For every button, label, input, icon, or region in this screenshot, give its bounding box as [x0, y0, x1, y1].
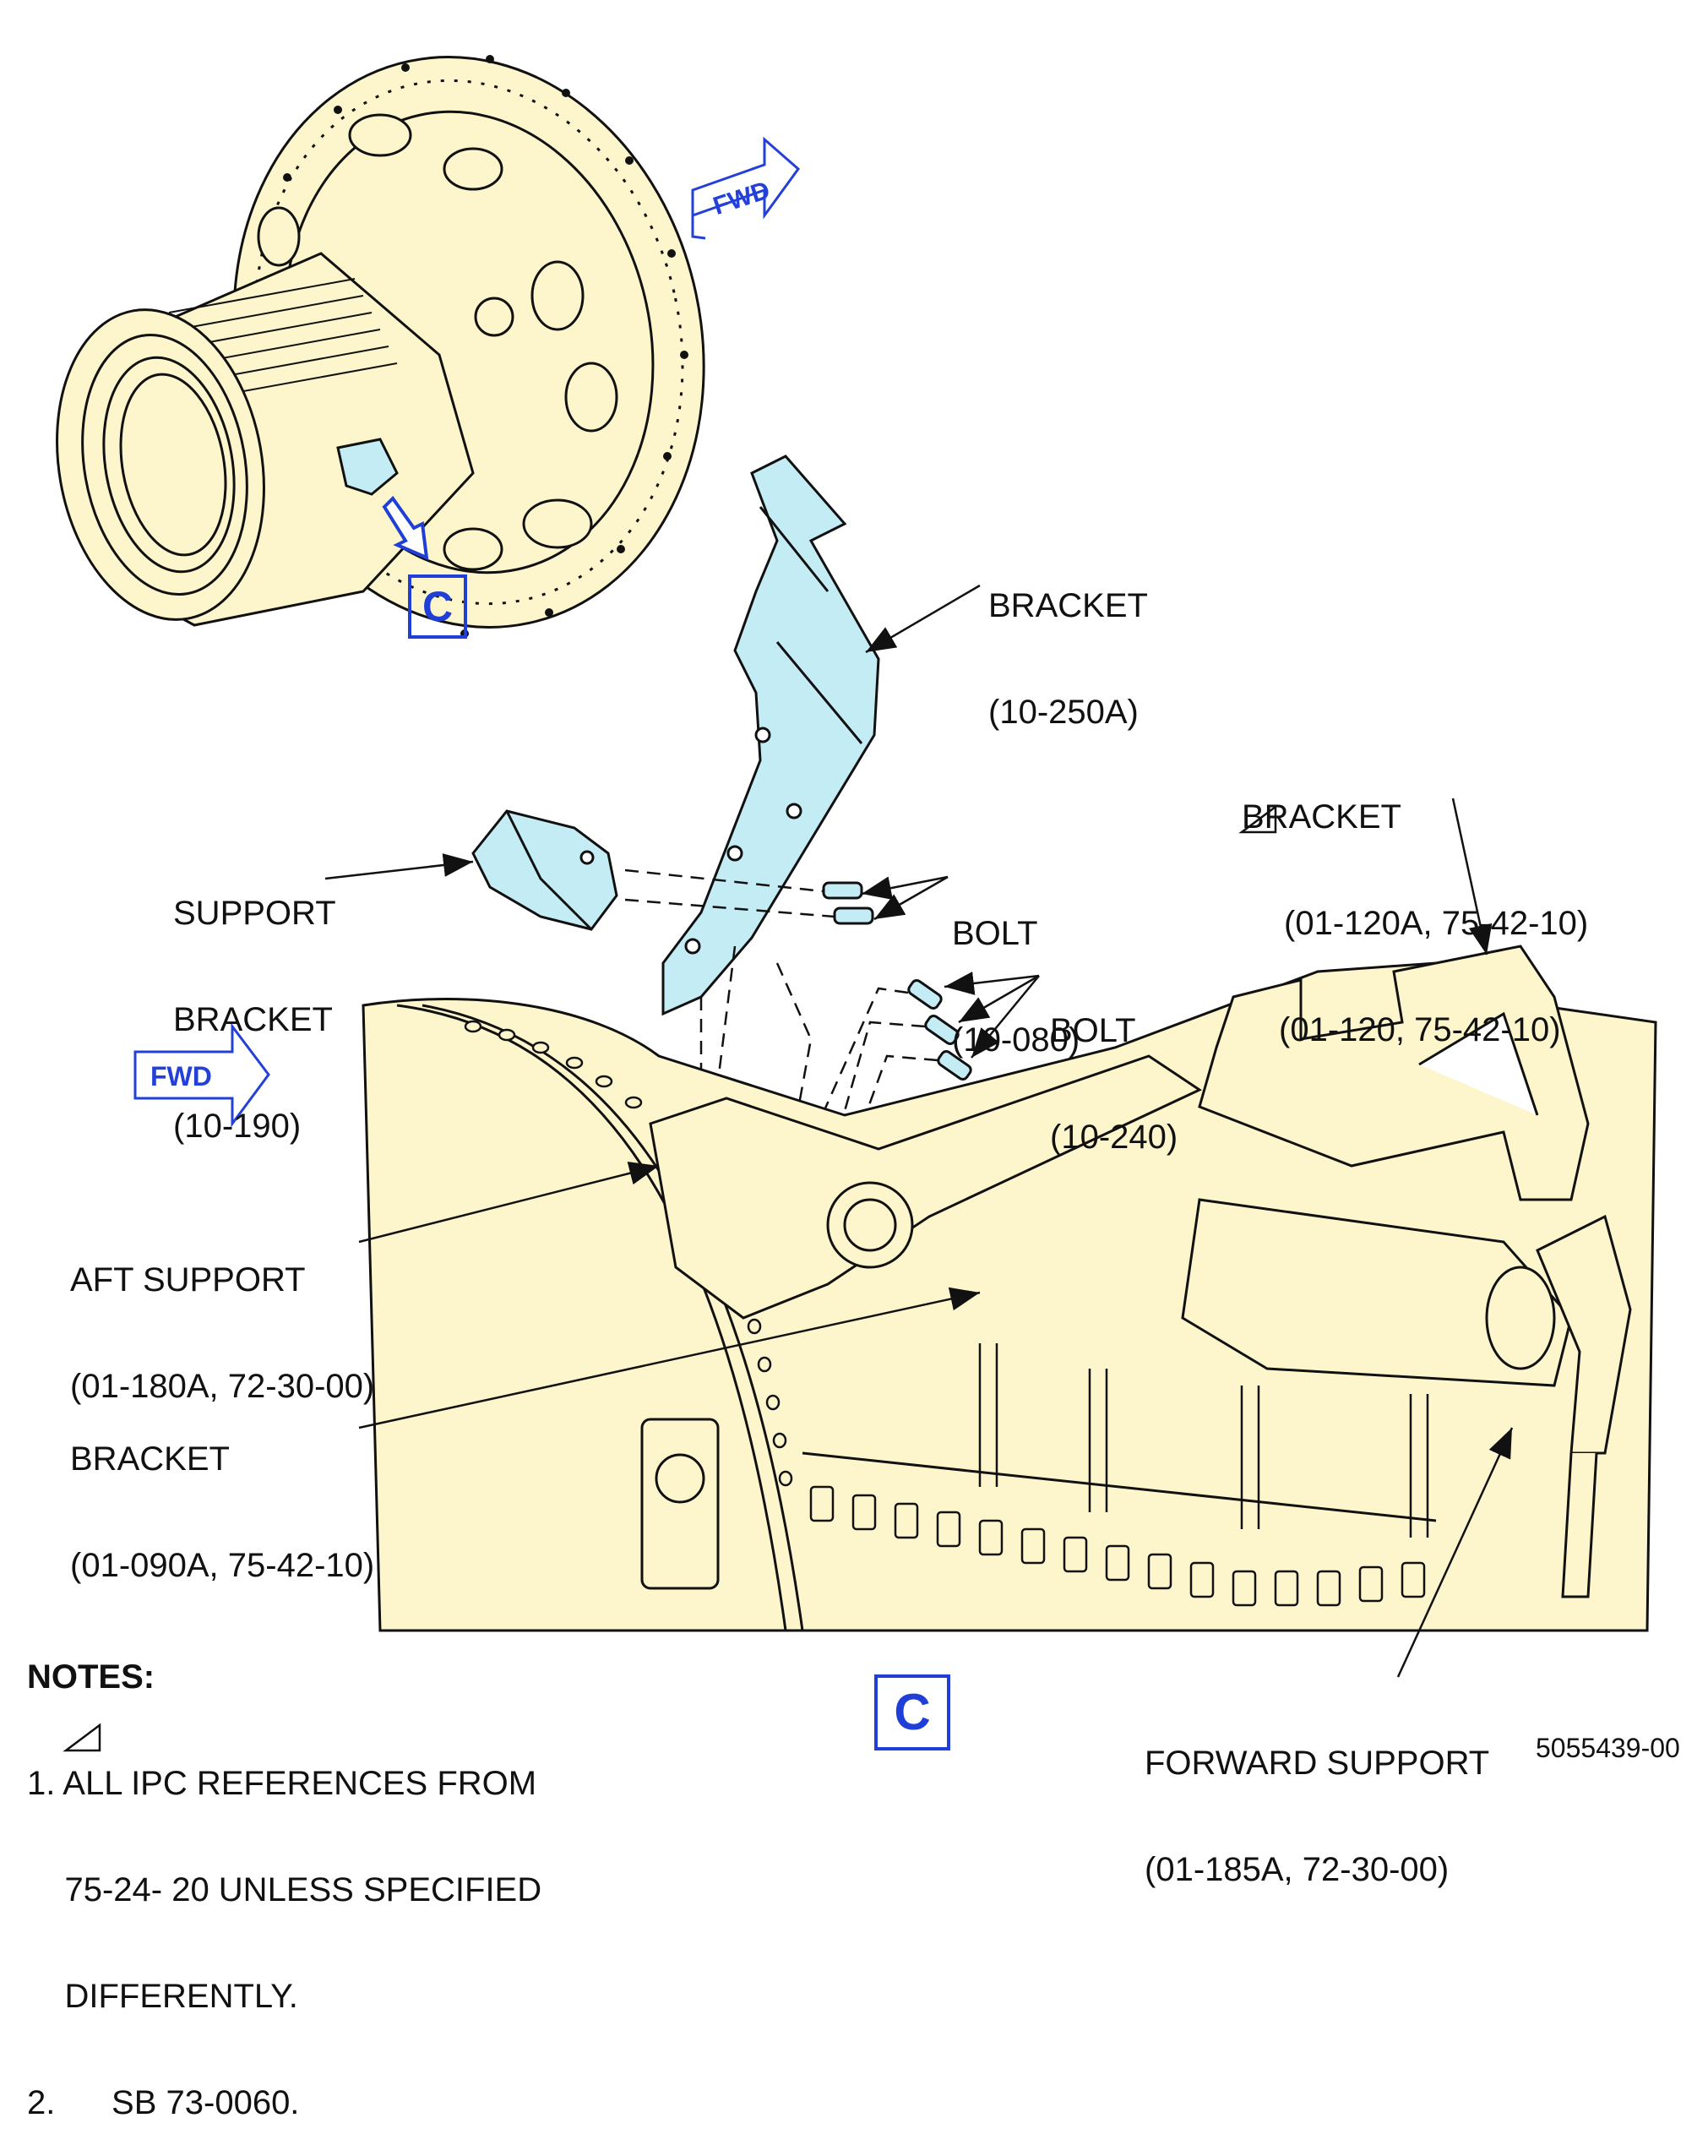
- note-line: 2. SB 73-0060.: [27, 2084, 300, 2121]
- support-bracket-10-190-part: [471, 809, 618, 931]
- note-line: DIFFERENTLY.: [27, 1978, 298, 2015]
- callout-ref: (01-090A, 75-42-10): [70, 1547, 375, 1584]
- view-c-pointer-arrow: [382, 495, 429, 561]
- callout-title: SUPPORT: [173, 895, 336, 932]
- engine-illustration: FWD: [56, 55, 1657, 1752]
- note-line: 1. ALL IPC REFERENCES FROM: [27, 1765, 537, 1802]
- view-c-label-top: C: [408, 574, 467, 639]
- callout-title: FORWARD SUPPORT: [1145, 1745, 1490, 1782]
- callout-forward-support: FORWARD SUPPORT (01-185A, 72-30-00): [1145, 1674, 1489, 1923]
- callout-ref: (01-120A, 75-42-10): [1284, 905, 1589, 942]
- callout-title: AFT SUPPORT: [70, 1261, 306, 1298]
- view-c-label-bottom: C: [874, 1674, 950, 1750]
- bolts-10-240-part: [907, 979, 972, 1081]
- callout-bracket-10-250a: BRACKET (10-250A): [988, 517, 1148, 765]
- bracket-10-250a-part: [661, 455, 880, 1016]
- callout-bracket-01-090a: BRACKET (01-090A, 75-42-10): [70, 1370, 374, 1619]
- callout-title: BRACKET: [70, 1440, 230, 1478]
- callout-ref: (01-180A, 72-30-00): [70, 1368, 375, 1405]
- callout-bracket-01-120a: BRACKET (01-120A, 75-42-10) (01-120, 75-…: [1242, 728, 1588, 1083]
- callout-bolt-10-240: BOLT (10-240): [1050, 942, 1178, 1190]
- fwd-arrow-top: FWD: [691, 136, 801, 240]
- fwd-arrow-lower: FWD: [133, 1022, 270, 1128]
- notes-title: NOTES:: [27, 1658, 155, 1696]
- callout-ref: (10-250A): [988, 694, 1139, 731]
- callout-ref-alt: (01-120, 75-42-10): [1279, 1011, 1561, 1048]
- callout-support-bracket: SUPPORT BRACKET (10-190): [173, 825, 336, 1179]
- engine-overview-drawing: [56, 55, 705, 638]
- note-line: 75-24- 20 UNLESS SPECIFIED: [27, 1871, 542, 1908]
- callout-ref: (10-190): [173, 1108, 302, 1145]
- callout-aft-support: AFT SUPPORT (01-180A, 72-30-00): [70, 1191, 374, 1440]
- callout-ref: (01-185A, 72-30-00): [1145, 1851, 1450, 1888]
- figure-number: 5055439-00: [1536, 1733, 1680, 1763]
- svg-text:FWD: FWD: [150, 1061, 212, 1092]
- callout-title: BRACKET: [1242, 798, 1401, 836]
- callout-ref: (10-240): [1050, 1119, 1178, 1156]
- callout-bolt-10-080: BOLT (10-080): [952, 845, 1080, 1093]
- callout-title-line2: BRACKET: [173, 1001, 333, 1038]
- callout-title: BRACKET: [988, 587, 1148, 624]
- engine-detail-view-c: [362, 945, 1657, 1632]
- revision-triangle-icon: [63, 804, 1277, 1752]
- callout-ref: (10-080): [952, 1021, 1080, 1059]
- callout-title: BOLT: [952, 915, 1038, 952]
- notes-block: NOTES: 1. ALL IPC REFERENCES FROM 75-24-…: [27, 1588, 541, 2156]
- callout-title: BOLT: [1050, 1012, 1136, 1049]
- leader-lines: [324, 584, 1514, 1678]
